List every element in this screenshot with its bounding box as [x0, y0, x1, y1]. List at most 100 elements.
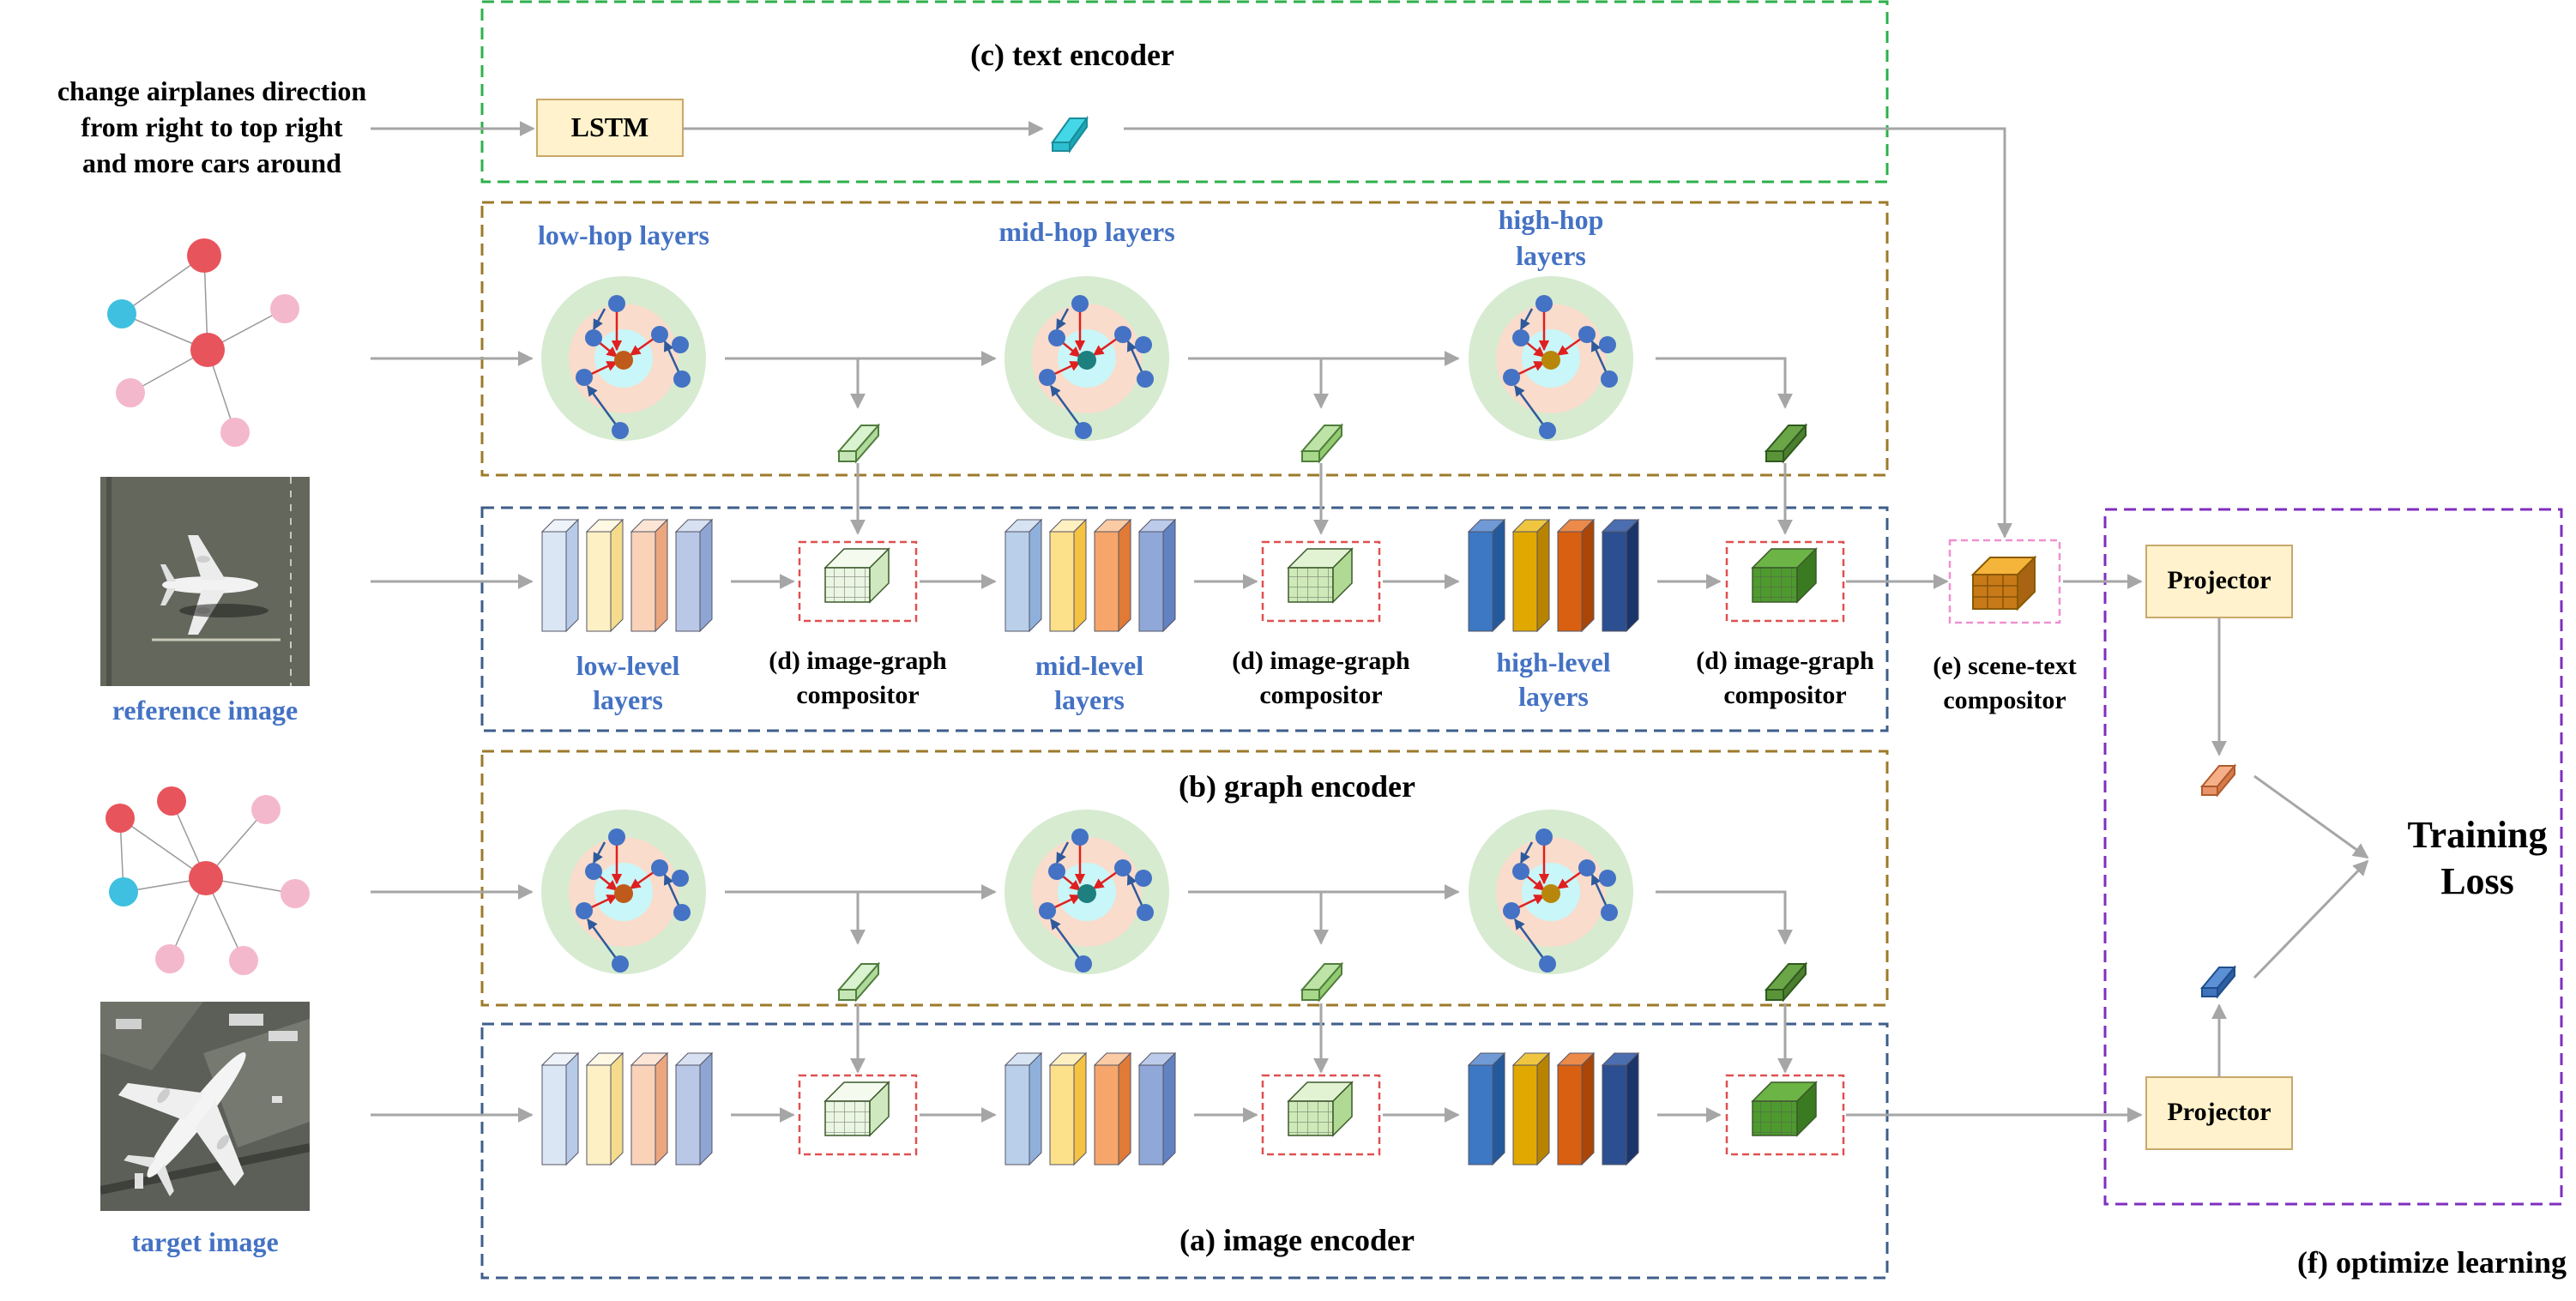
- low-level-stack-top-slab-0: [540, 518, 580, 633]
- compositor-cube-grid: [825, 1101, 870, 1135]
- image-encoder-box-bottom: [480, 1022, 1889, 1280]
- lstm-label: LSTM: [570, 111, 649, 142]
- high-level-stack-top-slab-3: [1601, 518, 1640, 633]
- scene-text-compositor-box: [1948, 539, 2061, 624]
- high-level-stack-bottom-slab-0: [1467, 1051, 1506, 1166]
- mid-hop-label: mid-hop layers: [998, 216, 1175, 247]
- compositor-frame: [1261, 540, 1381, 623]
- slab-side: [565, 518, 579, 633]
- hop-node: [612, 422, 629, 439]
- ref-graph-node: [187, 238, 221, 273]
- hop-node: [576, 369, 593, 386]
- compositor-frame: [798, 540, 918, 623]
- hop-node: [1075, 422, 1092, 439]
- hop-node: [1578, 326, 1596, 343]
- compositor-frame: [1261, 1074, 1381, 1156]
- slab-side: [610, 1051, 624, 1166]
- slab-side: [699, 1051, 713, 1166]
- slab-side: [565, 1051, 579, 1166]
- graph-row-top: [371, 351, 1808, 535]
- image-encoder-box-top: [480, 506, 1889, 732]
- hop-node: [1039, 369, 1056, 386]
- compositor-cube-side: [1796, 547, 1817, 604]
- mid-level-stack-top-slab-3: [1137, 518, 1177, 633]
- compositor-3-line1: (d) image-graph: [1696, 647, 1874, 675]
- optimize-learning-box: [2103, 508, 2563, 1206]
- low-hop-vector: [836, 423, 881, 464]
- input-text-line1: change airplanes direction: [57, 75, 367, 106]
- hop-node: [1048, 863, 1065, 880]
- high-level-stack-top-slab-0: [1467, 518, 1506, 633]
- hop-node: [1539, 422, 1556, 439]
- input-text-line3: and more cars around: [82, 148, 341, 178]
- slab-front: [630, 531, 656, 632]
- hop-node: [1071, 295, 1089, 312]
- slab-front: [1094, 531, 1119, 632]
- compositor-2-line1: (d) image-graph: [1232, 647, 1410, 675]
- projector-top-label: Projector: [2167, 566, 2271, 594]
- hop-center-node: [614, 884, 633, 903]
- slab-front: [1138, 531, 1164, 632]
- hop-node: [1114, 326, 1131, 343]
- high-level-label-line2: layers: [1518, 681, 1589, 712]
- hop-center-node: [614, 351, 633, 370]
- ref-graph-node: [190, 333, 225, 367]
- low-level-stack-bottom-slab-2: [630, 1051, 669, 1166]
- hop-edge: [1513, 918, 1549, 965]
- mid-level-stack-top-slab-1: [1048, 518, 1088, 633]
- low-level-stack-bottom-slab-3: [674, 1051, 714, 1166]
- compositor-cube-side: [869, 1081, 890, 1137]
- slab-front: [1512, 1064, 1538, 1165]
- scene-text-cube: [1970, 555, 2037, 611]
- compositor-cube-side: [1796, 1081, 1817, 1137]
- high-hop-vector: [1764, 423, 1808, 464]
- hop-node: [585, 863, 602, 880]
- high-level-stack-bottom-slab-1: [1511, 1051, 1551, 1166]
- training-loss-line2: Loss: [2440, 860, 2514, 902]
- compositor-mid-top: [1261, 540, 1381, 623]
- hop-node: [1601, 904, 1618, 921]
- compositor-1-line2: compositor: [796, 681, 920, 709]
- hop-node: [1039, 902, 1056, 919]
- hop-node: [1535, 295, 1553, 312]
- hop-diagram-b0: [541, 810, 706, 974]
- tgt-graph-edge: [119, 817, 207, 879]
- slab-side: [1162, 518, 1176, 633]
- tgt-graph-node: [155, 944, 184, 973]
- compositor-cube-side: [869, 547, 890, 604]
- layer-block-graphics: [540, 518, 1845, 1166]
- compositor-cube-side: [1332, 1081, 1353, 1137]
- hop-node: [672, 870, 689, 887]
- hop-node: [1512, 863, 1529, 880]
- compositor-cube-grid: [1288, 1101, 1333, 1135]
- hop-node: [1114, 859, 1131, 876]
- graph-row-bottom: [371, 884, 1808, 1074]
- ref-graph-node: [220, 418, 250, 447]
- slab-side: [655, 1051, 668, 1166]
- slab-side: [1581, 1051, 1595, 1166]
- reference-airplane-photo: [100, 477, 310, 686]
- mid-level-stack-bottom-slab-1: [1048, 1051, 1088, 1166]
- target-image-caption: target image: [131, 1226, 279, 1257]
- mid-level-label-line2: layers: [1054, 684, 1125, 715]
- hop-node: [1503, 902, 1520, 919]
- compositor-frame: [798, 1074, 918, 1156]
- image-encoder-title: (a) image encoder: [1179, 1223, 1415, 1257]
- high-level-stack-bottom-slab-3: [1601, 1051, 1640, 1166]
- graph-encoder-box-bottom: [480, 750, 1889, 1007]
- slab-side: [1029, 518, 1042, 633]
- compositor-cube-grid: [1288, 568, 1333, 602]
- high-level-stack-top-slab-1: [1511, 518, 1551, 633]
- high-level-stack-bottom-slab-2: [1556, 1051, 1596, 1166]
- input-text-line2: from right to top right: [81, 111, 343, 142]
- tgt-graph-node: [109, 877, 138, 906]
- hop-edge: [586, 384, 622, 431]
- slab-side: [1492, 518, 1505, 633]
- hop-node: [1137, 370, 1154, 388]
- slab-front: [1512, 531, 1538, 632]
- slab-side: [610, 518, 624, 633]
- reference-image: [100, 477, 310, 686]
- slab-front: [1049, 531, 1075, 632]
